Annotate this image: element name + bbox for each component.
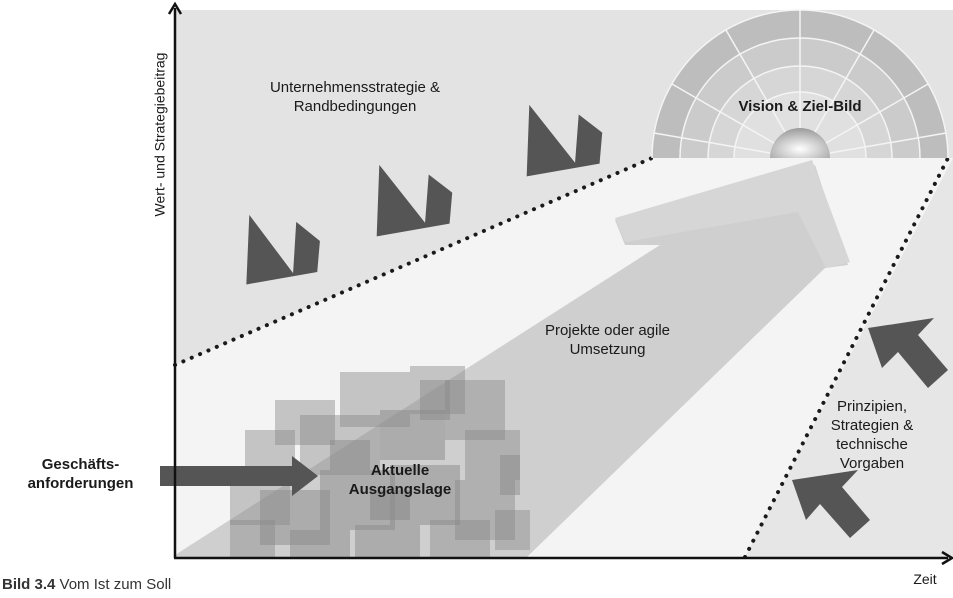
strategy-arrow-1 bbox=[246, 214, 320, 285]
business-arrow bbox=[160, 456, 318, 496]
principles-boundary-dots bbox=[743, 156, 950, 559]
strategy-arrows bbox=[246, 104, 603, 285]
projects-arrow-head bbox=[615, 160, 850, 268]
principles-label: Prinzipien, Strategien & technische Vorg… bbox=[830, 398, 914, 472]
strategy-arrow-3 bbox=[526, 104, 603, 177]
vision-target bbox=[651, 9, 949, 159]
figure-number: Bild 3.4 bbox=[2, 576, 56, 593]
axes bbox=[167, 1, 953, 566]
vision-label: Vision & Ziel-Bild bbox=[738, 98, 862, 115]
business-requirements-label: Geschäfts-anforderungen bbox=[27, 456, 134, 492]
figure-caption-text: Vom Ist zum Soll bbox=[59, 576, 172, 593]
x-axis-label: Zeit bbox=[913, 571, 937, 587]
principles-arrow-lower bbox=[792, 470, 870, 538]
strategy-arrow-2 bbox=[376, 164, 453, 237]
projects-label: Projekte oder agile Umsetzung bbox=[544, 322, 671, 358]
current-state-label: Aktuelle Ausgangslage bbox=[348, 462, 452, 498]
y-axis-label: Wert- und Strategiebeitrag bbox=[151, 52, 168, 217]
x-axis-arrowhead bbox=[941, 550, 953, 566]
y-axis-arrowhead bbox=[167, 1, 183, 15]
figure-caption: Bild 3.4 Vom Ist zum Soll bbox=[2, 576, 171, 593]
strategy-label: Unternehmensstrategie & Randbedingungen bbox=[269, 79, 441, 115]
current-state-cluster bbox=[230, 366, 530, 557]
principles-region bbox=[745, 158, 953, 557]
principles-arrows bbox=[792, 318, 948, 538]
principles-arrow-upper bbox=[868, 318, 948, 388]
